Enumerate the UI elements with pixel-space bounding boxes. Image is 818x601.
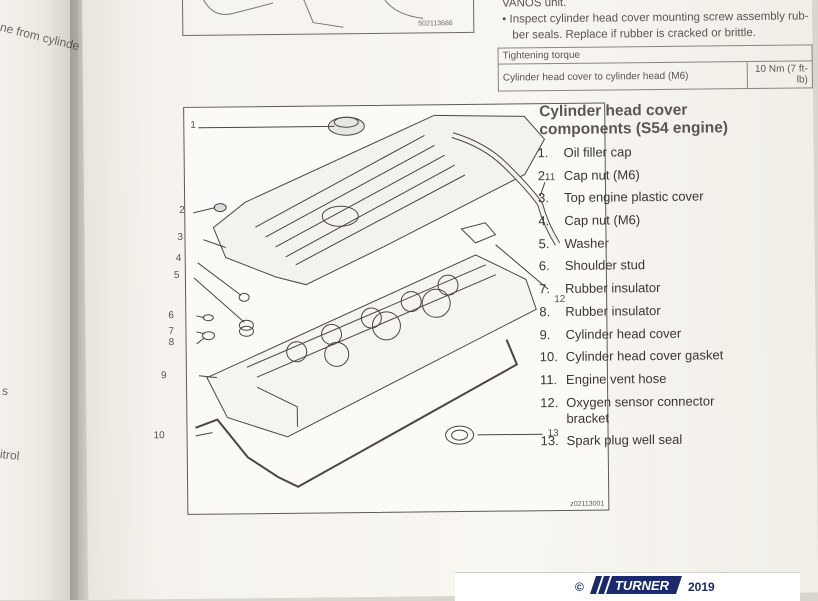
- part-number: 10.: [539, 349, 558, 365]
- part-number: 9.: [539, 326, 551, 342]
- parts-list-item: 3. Top engine plastic cover: [538, 188, 764, 206]
- parts-list-item: 13. Spark plug well seal: [541, 431, 767, 449]
- parts-list-item: 8. Rubber insulator: [539, 302, 765, 320]
- parts-list-item: 10. Cylinder head cover gasket: [540, 347, 766, 365]
- part-number: 13.: [540, 433, 559, 449]
- part-name: Cylinder head cover gasket: [565, 347, 724, 365]
- instruction-bullet-cont: ber seals. Replace if rubber is cracked …: [512, 26, 756, 42]
- instruction-bullet: • Inspect cylinder head cover mounting s…: [502, 10, 809, 26]
- part-name: Oxygen sensor connector bracket: [566, 392, 715, 426]
- torque-row-label: Cylinder head cover to cylinder head (M6…: [498, 61, 748, 92]
- part-name: Shoulder stud: [564, 257, 646, 274]
- part-number: 3.: [538, 190, 550, 206]
- part-name: Cap nut (M6): [564, 212, 641, 229]
- torque-table: Tightening torque Cylinder head cover to…: [498, 44, 813, 92]
- callout-4: 4: [175, 252, 182, 265]
- parts-list-item: 11. Engine vent hose: [540, 370, 766, 388]
- part-number: 8.: [539, 303, 551, 320]
- part-number: 5.: [538, 235, 550, 251]
- facing-page-text: s: [2, 384, 8, 398]
- bullet-text: Inspect cylinder head cover mounting scr…: [509, 10, 809, 26]
- parts-list-item: 4. Cap nut (M6): [538, 211, 764, 229]
- part-name: Cap nut (M6): [563, 166, 640, 183]
- part-number: 6.: [538, 258, 550, 274]
- top-figure-drawing: [202, 0, 424, 28]
- part-number: 2.: [537, 167, 549, 183]
- part-name: Washer: [564, 235, 609, 251]
- part-number: 12.: [540, 394, 559, 410]
- section-title-line: components (S54 engine): [539, 119, 729, 139]
- part-name: Engine vent hose: [565, 370, 667, 387]
- part-number: 4.: [538, 213, 550, 229]
- callout-6: 6: [168, 310, 174, 322]
- callout-5: 5: [173, 269, 180, 282]
- copyright-year: 2019: [688, 580, 715, 594]
- parts-list-item: 7. Rubber insulator: [539, 279, 765, 297]
- callout-10: 10: [153, 430, 165, 442]
- facing-page-text: itrol: [0, 447, 21, 463]
- facing-page-text: ne from cylinde: [0, 20, 81, 54]
- figure-id: z02113001: [570, 500, 605, 508]
- turner-logo: TURNER: [590, 576, 682, 594]
- parts-list-item: 2. Cap nut (M6): [538, 166, 764, 184]
- parts-list-item: 5. Washer: [538, 234, 764, 252]
- instruction-text: VANOS unit. • Inspect cylinder head cove…: [502, 0, 809, 44]
- part-name: Top engine plastic cover: [564, 188, 704, 206]
- part-name: Rubber insulator: [564, 280, 661, 297]
- callout-7: 7: [168, 326, 175, 338]
- section-title: Cylinder head cover components (S54 engi…: [539, 101, 728, 139]
- callout-3: 3: [177, 231, 184, 244]
- top-figure-frame: [181, 0, 475, 36]
- part-number: 11.: [539, 371, 558, 388]
- manual-page: 502113686 VANOS unit. • Inspect cylinder…: [82, 0, 818, 600]
- part-number: 7.: [538, 281, 550, 297]
- logo-text: TURNER: [615, 578, 670, 593]
- facing-page: ne from cylinde s itrol: [0, 0, 81, 600]
- part-number: 1.: [537, 145, 549, 161]
- callout-2: 2: [179, 204, 185, 216]
- parts-list-item: 12. Oxygen sensor connector bracket: [540, 392, 766, 426]
- exploded-diagram: 1 2 3 4 5 6 7 8 9 10 11 12 13 z02113001: [154, 102, 610, 515]
- torque-row-value: 10 Nm (7 ft-lb): [747, 60, 813, 89]
- callout-1: 1: [190, 119, 196, 131]
- top-figure-id: 502113686: [418, 20, 453, 28]
- diagram-drawing: [193, 114, 561, 488]
- parts-list-item: 9. Cylinder head cover: [539, 324, 765, 342]
- part-name: Oil filler cap: [563, 144, 632, 160]
- part-name: Spark plug well seal: [566, 431, 683, 449]
- part-name: Cylinder head cover: [565, 325, 682, 342]
- section-title-line: Cylinder head cover: [539, 101, 688, 121]
- parts-list-item: 1. Oil filler cap: [538, 143, 764, 161]
- parts-list: 1. Oil filler cap 2. Cap nut (M6) 3. Top en…: [538, 143, 767, 456]
- callout-9: 9: [160, 370, 167, 382]
- parts-list-item: 6. Shoulder stud: [539, 256, 765, 274]
- callout-8: 8: [168, 337, 175, 349]
- part-name: Rubber insulator: [565, 302, 661, 319]
- copyright-symbol: ©: [575, 580, 584, 594]
